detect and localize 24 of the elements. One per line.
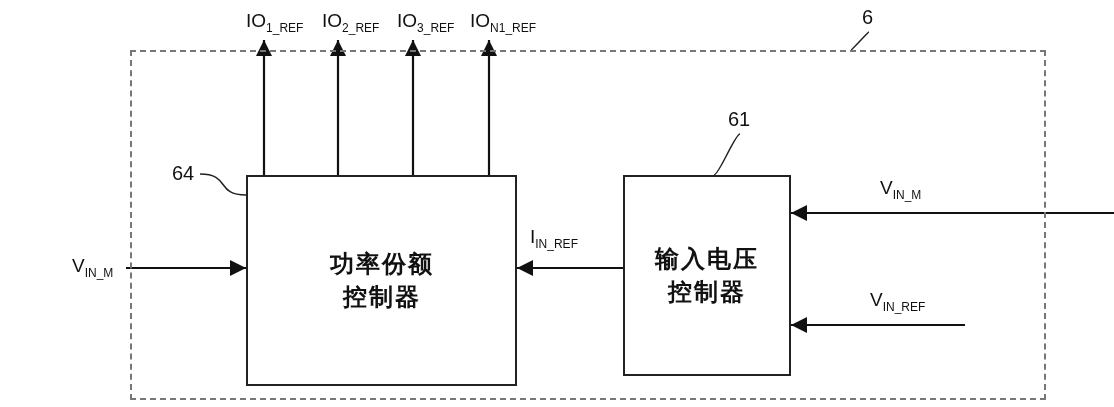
controller-box <box>246 175 517 386</box>
arrow <box>405 40 421 175</box>
arrow <box>126 260 246 276</box>
block-label: 输入电压控制器 <box>653 243 760 308</box>
arrow <box>481 40 497 175</box>
arrow <box>330 40 346 175</box>
arrow <box>256 40 272 175</box>
leader-line <box>850 31 870 51</box>
signal-label: IO$_{2_REF}$ <box>322 10 380 35</box>
signal-label: V$_{IN_M}$ <box>72 255 114 280</box>
arrow <box>517 260 623 276</box>
leader-line <box>713 133 741 176</box>
signal-label: IO$_{N1_REF}$ <box>470 10 537 35</box>
dashed-box <box>130 50 1046 400</box>
signal-label: IO$_{1_REF}$ <box>246 10 304 35</box>
leader-line <box>199 173 247 196</box>
controller-box <box>623 175 791 376</box>
callout-number: 64 <box>172 162 195 185</box>
arrow <box>791 317 965 333</box>
arrow <box>791 205 1114 221</box>
callout-number: 6 <box>862 6 874 29</box>
callout-number: 61 <box>728 108 751 131</box>
block-label: 功率份额控制器 <box>328 248 435 313</box>
signal-label: IO$_{3_REF}$ <box>397 10 455 35</box>
